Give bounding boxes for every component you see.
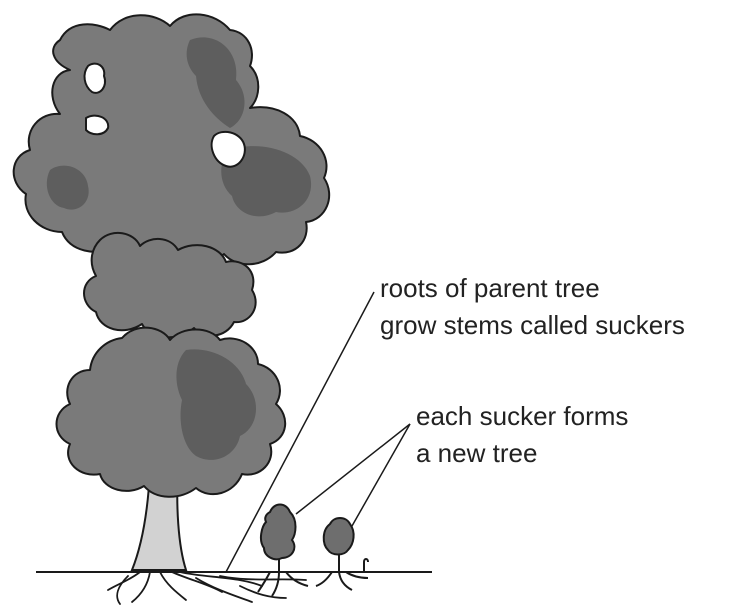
roots-label-line-1: roots of parent tree: [380, 273, 600, 303]
parent-tree-roots: [107, 571, 307, 605]
parent-tree-crown: [12, 13, 331, 498]
sucker-label: each sucker forms a new tree: [416, 398, 628, 472]
sucker-tree-1: [257, 503, 309, 597]
sucker-pointer-line-2: [351, 423, 411, 527]
sucker-tree-2: [315, 517, 369, 591]
roots-pointer-line: [225, 291, 375, 573]
roots-label-line-2: grow stems called suckers: [380, 310, 685, 340]
sucker-label-line-2: a new tree: [416, 438, 538, 468]
emerging-sucker: [363, 558, 369, 572]
sucker-pointer-line-1: [295, 423, 411, 515]
roots-label: roots of parent tree grow stems called s…: [380, 270, 685, 344]
sucker-label-line-1: each sucker forms: [416, 401, 629, 431]
